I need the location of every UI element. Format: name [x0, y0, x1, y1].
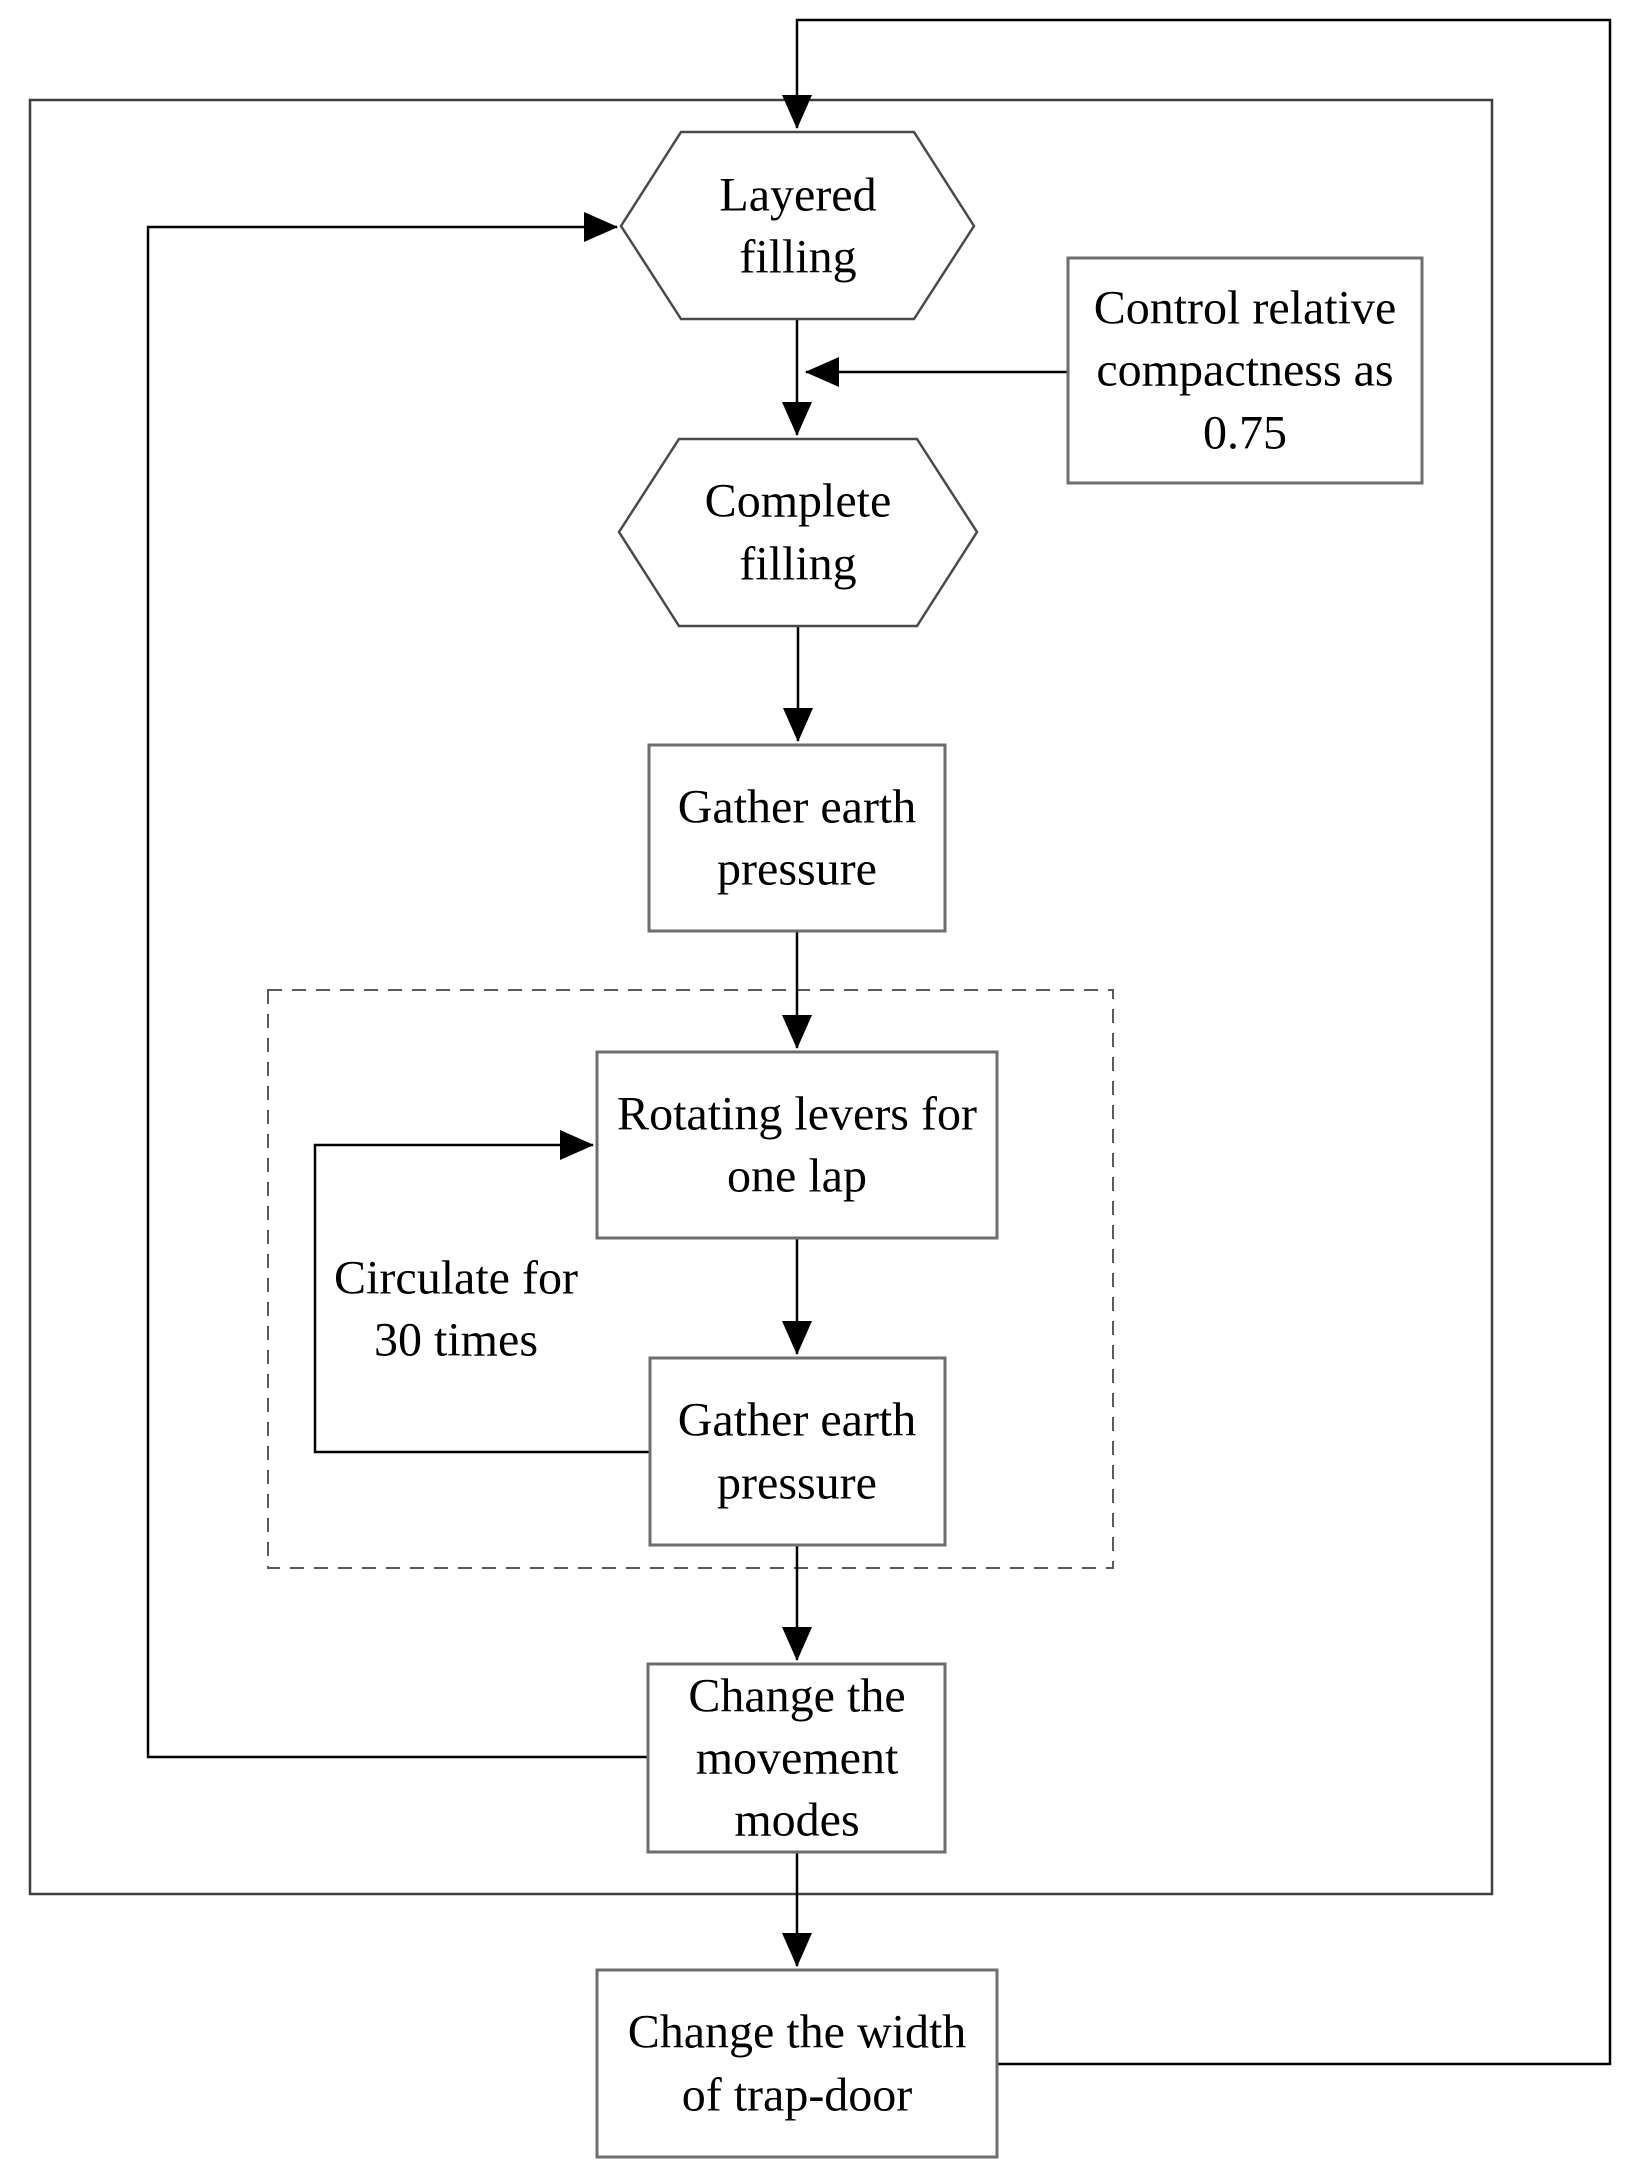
circulation-dashed-frame: [267, 989, 1114, 1569]
complete-filling-label-line1: Complete: [705, 475, 892, 528]
complete-filling-label-line2: filling: [739, 538, 856, 591]
change-movement-box: [646, 1662, 947, 1854]
control-compactness-label-line3: 0.75: [1203, 407, 1287, 460]
rotating-levers-label-line1: Rotating levers for: [617, 1088, 977, 1141]
layered-filling-hexagon: [619, 130, 976, 321]
circulate-annotation: Circulate for 30 times: [334, 1252, 578, 1367]
complete-filling-hexagon: [617, 437, 979, 628]
node-gather-pressure-2: Gather earth pressure: [648, 1356, 947, 1547]
change-trapdoor-box: [595, 1968, 999, 2159]
node-change-trapdoor: Change the width of trap-door: [595, 1968, 999, 2159]
node-complete-filling: Complete filling: [617, 437, 979, 628]
gather-pressure-1-label-line2: pressure: [717, 843, 877, 896]
change-trapdoor-label-line2: of trap-door: [682, 2069, 913, 2122]
inner-frame: [28, 98, 1494, 1896]
rotating-levers-box: [595, 1050, 999, 1240]
node-change-movement: Change the movement modes: [646, 1662, 947, 1854]
rotating-levers-label-line2: one lap: [727, 1150, 867, 1203]
edge-movement-to-layered-loop: [146, 212, 648, 1759]
gather-pressure-2-label-line2: pressure: [717, 1457, 877, 1510]
gather-pressure-1-box: [647, 743, 947, 933]
gather-pressure-1-label-line1: Gather earth: [678, 781, 917, 834]
layered-filling-label-line2: filling: [739, 231, 856, 284]
edge-circulate-loop: [313, 1130, 650, 1454]
control-compactness-label-line1: Control relative: [1094, 282, 1397, 335]
change-movement-label-line3: modes: [734, 1794, 859, 1847]
gather-pressure-2-label-line1: Gather earth: [678, 1394, 917, 1447]
node-gather-pressure-1: Gather earth pressure: [647, 743, 947, 933]
change-trapdoor-label-line1: Change the width: [628, 2006, 967, 2059]
node-control-compactness: Control relative compactness as 0.75: [1066, 256, 1424, 485]
node-rotating-levers: Rotating levers for one lap: [595, 1050, 999, 1240]
circulate-label-line1: Circulate for: [334, 1252, 578, 1305]
layered-filling-label-line1: Layered: [719, 169, 876, 222]
control-compactness-box: [1066, 256, 1424, 485]
circulate-label-line2: 30 times: [374, 1314, 538, 1367]
change-movement-label-line2: movement: [696, 1732, 899, 1785]
edge-trapdoor-to-layered-loop: [782, 18, 1612, 2066]
node-layered-filling: Layered filling: [619, 130, 976, 321]
change-movement-label-line1: Change the: [688, 1670, 905, 1723]
control-compactness-label-line2: compactness as: [1096, 344, 1393, 397]
gather-pressure-2-box: [648, 1356, 947, 1547]
